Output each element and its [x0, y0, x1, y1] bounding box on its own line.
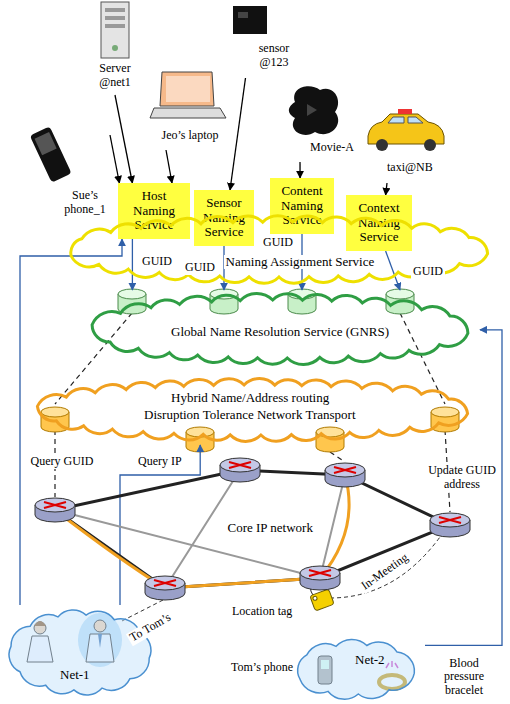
router-symbol — [145, 576, 185, 600]
annotation-label: Location tag — [230, 605, 294, 619]
edge-label: Query GUID — [29, 455, 96, 469]
device-name: taxi@NB — [385, 161, 435, 175]
router-symbol — [35, 498, 75, 522]
gnrs-cloud: Global Name Resolution Service (GNRS) — [80, 290, 480, 368]
annotation-label: To Tom’s — [125, 610, 174, 647]
device-name: Movie-A — [308, 141, 356, 155]
laptop-device: Jeo’s laptop — [150, 70, 230, 150]
device-name: Server @net1 — [85, 62, 145, 90]
edge-label: Update GUID address — [426, 464, 498, 492]
service-name: Host Naming Service — [121, 189, 187, 234]
region-name: Hybrid Name/Address routing — [169, 391, 331, 406]
taxi-device: taxi@NB — [360, 108, 450, 183]
edge-label: GUID — [183, 261, 217, 275]
connector-arrow — [230, 78, 246, 190]
region-name: Net-2 — [353, 653, 387, 668]
server-device: Server @net1 — [85, 0, 145, 95]
access-network-cloud: Net-2 — [285, 635, 425, 704]
gnrs-links — [55, 313, 450, 512]
content-item: Movie-A — [285, 82, 360, 162]
connector-arrow — [110, 135, 119, 183]
annotation-label: Tom’s phone — [229, 661, 295, 675]
connector-arrow — [425, 330, 502, 646]
transport-cloud: Hybrid Name/Address routingDisruption To… — [25, 375, 480, 445]
region-name: Disruption Tolerance Network Transport — [142, 408, 358, 423]
access-network-cloud: Net-1 — [0, 605, 160, 700]
router-symbol — [430, 513, 470, 537]
connector-arrow — [166, 150, 172, 183]
sensor-device: sensor @123 — [228, 0, 298, 78]
router-symbol — [325, 463, 365, 487]
router-symbol — [220, 458, 260, 482]
region-name: Naming Assignment Service — [224, 255, 377, 270]
annotation-label: In-Meeting — [357, 550, 412, 595]
device-name: Sue’s phone_1 — [59, 189, 111, 217]
edge-label: GUID — [261, 236, 295, 250]
connector-arrow — [299, 162, 300, 178]
device-name: Jeo’s laptop — [160, 129, 221, 143]
phone-device: Sue’s phone_1 — [25, 120, 110, 220]
edge-label: GUID — [140, 255, 174, 269]
cloud-outline — [285, 635, 425, 704]
connector-arrow — [115, 95, 132, 183]
connector-arrow — [132, 239, 133, 290]
connector-arrow — [120, 445, 200, 605]
naming-service-box: Host Naming Service — [118, 183, 190, 239]
connector-arrow — [386, 183, 387, 195]
router-symbol — [300, 566, 340, 590]
edge-label: Query IP — [136, 455, 184, 469]
device-name: sensor @123 — [251, 42, 297, 70]
region-name: Global Name Resolution Service (GNRS) — [169, 325, 391, 340]
edge-label: GUID — [411, 265, 445, 279]
cloud-outline — [0, 605, 160, 700]
region-name: Net-1 — [58, 668, 92, 683]
region-name: Core IP network — [226, 521, 315, 536]
annotation-label: Blood pressure bracelet — [430, 657, 498, 698]
naming-service-box: Content Naming Service — [270, 178, 334, 234]
